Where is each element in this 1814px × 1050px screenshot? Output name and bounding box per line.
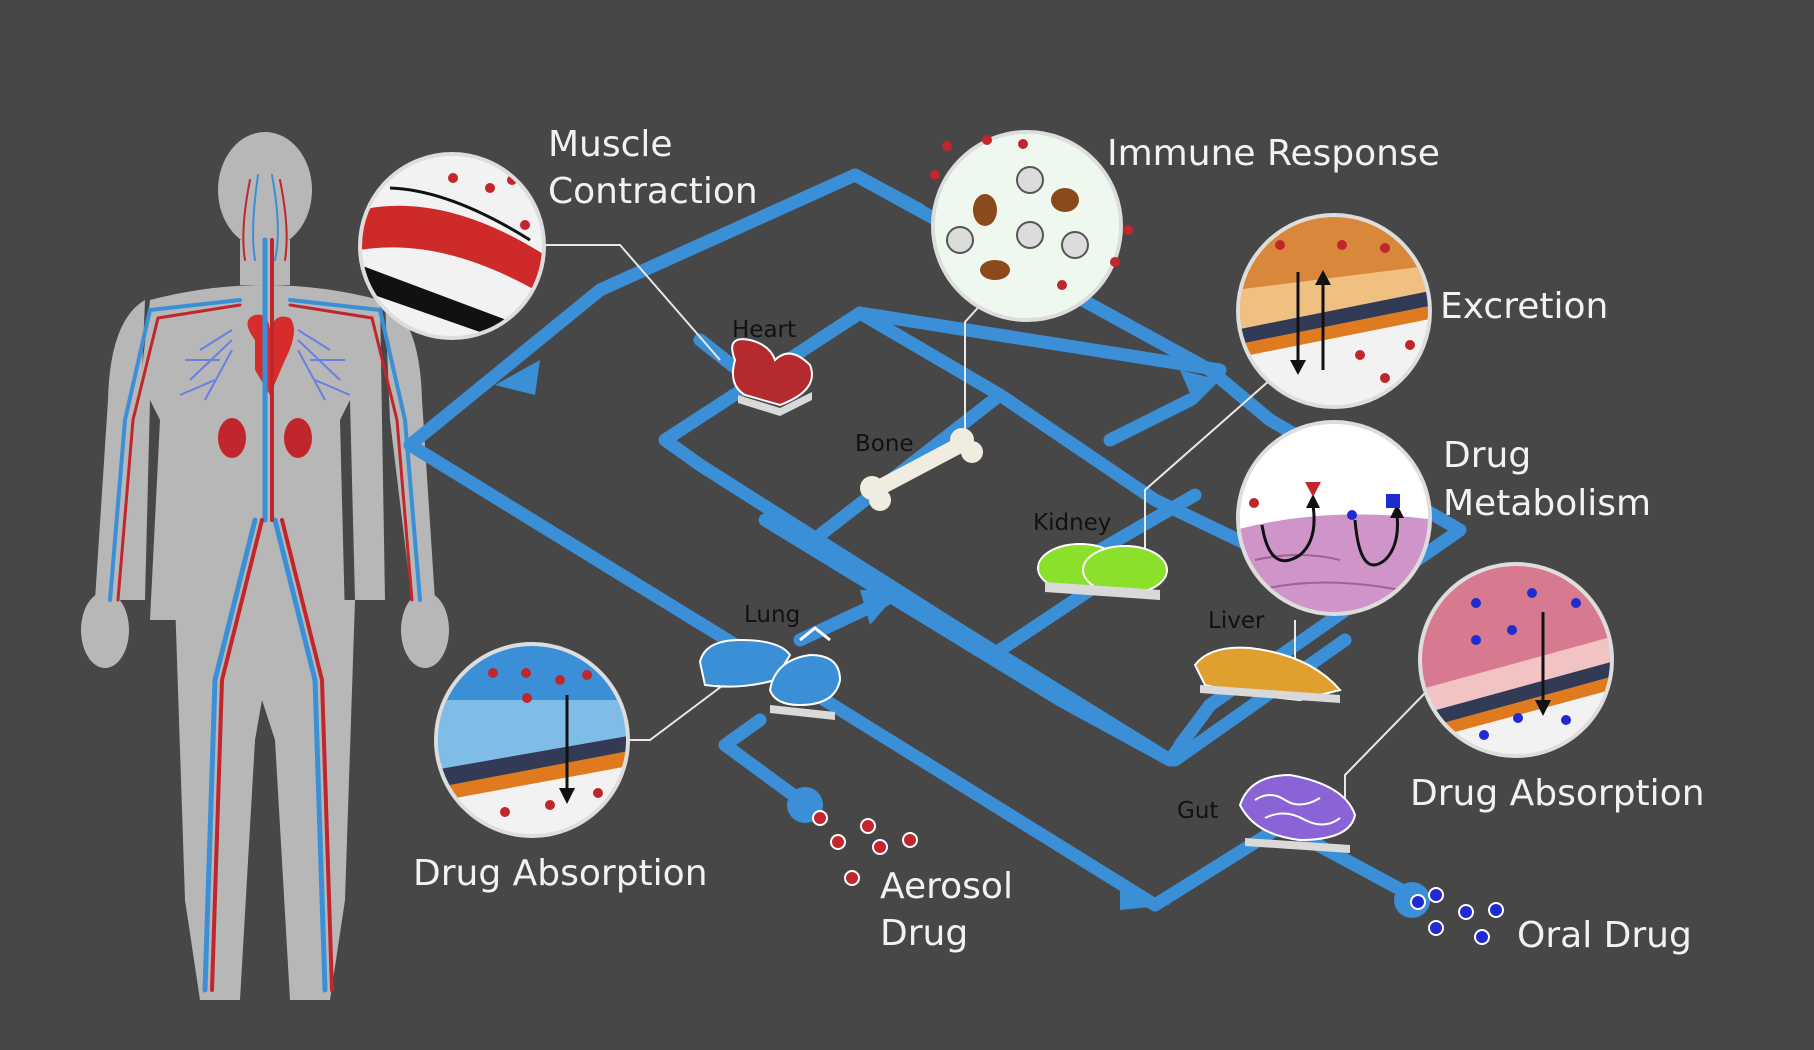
label-metabolism-line1: Drug [1443,435,1531,476]
callout-drug-metabolism [1236,420,1432,616]
label-kidney: Kidney [1033,510,1111,536]
label-lung: Lung [744,602,800,628]
label-metabolism-line2: Metabolism [1443,483,1651,524]
oral-drug-dots [1410,887,1504,945]
organ-lung [698,626,842,720]
callout-immune-response [930,130,1133,322]
label-aerosol-line1: Aerosol [880,866,1013,907]
organ-kidney [1037,543,1168,600]
label-aerosol-line2: Drug [880,913,968,954]
label-muscle-line2: Contraction [548,171,758,212]
label-drug-absorption-lung: Drug Absorption [413,853,708,894]
callout-drug-absorption-lung [434,642,630,838]
organ-liver [1193,646,1342,703]
label-muscle-line1: Muscle [548,124,673,165]
callout-excretion [1236,213,1432,409]
aerosol-drug-dots [812,810,918,886]
callout-drug-absorption-gut [1418,562,1614,758]
organ-bone [860,428,983,511]
organ-heart [731,338,813,416]
label-liver: Liver [1208,608,1265,634]
label-oral-drug: Oral Drug [1517,915,1692,956]
label-drug-absorption-gut: Drug Absorption [1410,773,1705,814]
label-bone: Bone [855,431,914,457]
label-excretion: Excretion [1440,286,1608,327]
human-body-figure [81,132,449,1000]
callout-muscle-contraction [358,152,546,340]
label-heart: Heart [732,317,796,343]
label-gut: Gut [1177,798,1218,824]
label-immune-response: Immune Response [1107,133,1440,174]
organ-gut [1238,773,1357,853]
